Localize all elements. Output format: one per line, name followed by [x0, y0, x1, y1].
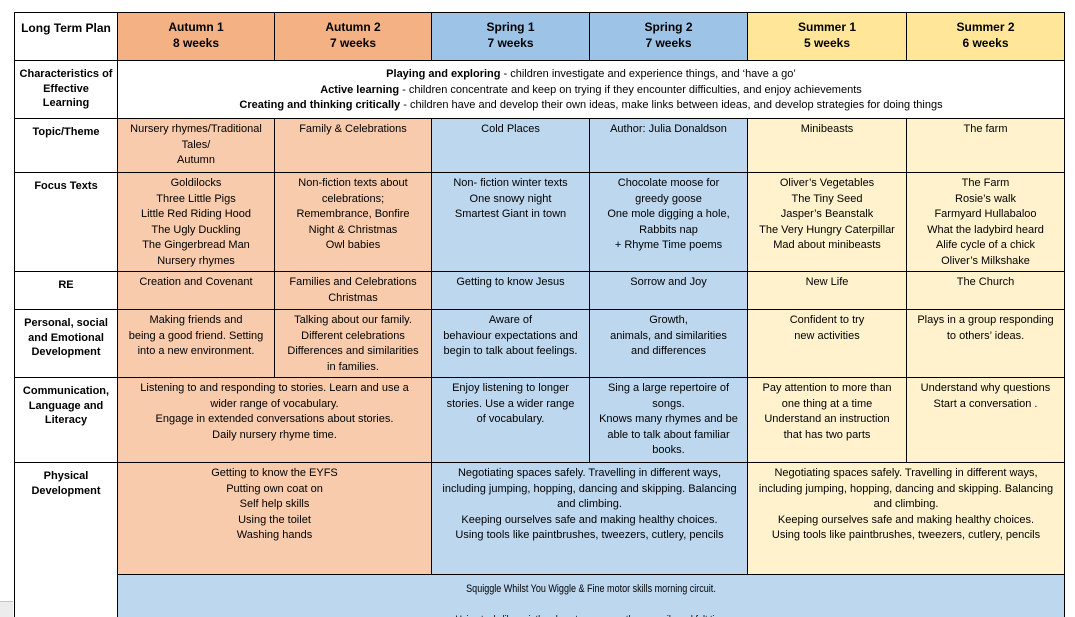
column-weeks: 7 weeks	[645, 36, 692, 50]
psed-summer2-cell: Plays in a group responding to others’ i…	[906, 309, 1065, 378]
column-label: Summer 2	[956, 20, 1015, 34]
re-spring1-cell: Getting to know Jesus	[431, 271, 590, 310]
characteristics-line: Creating and thinking critically - child…	[239, 99, 943, 111]
focus-texts-row: Focus Texts Goldilocks Three Little Pigs…	[14, 172, 1065, 272]
cll-autumn-merged-cell: Listening to and responding to stories. …	[117, 377, 432, 463]
column-label: Spring 2	[644, 20, 693, 34]
characteristics-line: Active learning - children concentrate a…	[320, 83, 862, 96]
page-edge-corner	[0, 601, 13, 617]
focus-spring1-cell: Non- fiction winter texts One snowy nigh…	[431, 172, 590, 272]
pd-spring-merged-cell: Negotiating spaces safely. Travelling in…	[431, 462, 748, 575]
header-row: Long Term Plan Autumn 1 8 weeks Autumn 2…	[14, 12, 1065, 61]
physical-development-row: Physical Development Getting to know the…	[14, 462, 1065, 617]
pd-summer-merged-cell: Negotiating spaces safely. Travelling in…	[747, 462, 1065, 575]
topic-autumn1-cell: Nursery rhymes/Traditional Tales/ Autumn	[117, 118, 275, 173]
column-header-autumn1: Autumn 1 8 weeks	[117, 12, 275, 61]
characteristics-line: Playing and exploring - children investi…	[386, 68, 796, 80]
topic-spring2-cell: Author: Julia Donaldson	[589, 118, 748, 173]
row-label-focus-texts: Focus Texts	[14, 172, 118, 272]
topic-summer1-cell: Minibeasts	[747, 118, 907, 173]
column-weeks: 7 weeks	[487, 36, 534, 50]
long-term-plan-table: Long Term Plan Autumn 1 8 weeks Autumn 2…	[14, 12, 1065, 617]
column-label: Summer 1	[797, 20, 857, 34]
psed-spring1-cell: Aware of behaviour expectations and begi…	[431, 309, 590, 378]
focus-autumn1-cell: Goldilocks Three Little Pigs Little Red …	[117, 172, 275, 272]
psed-row: Personal, social and Emotional Developme…	[14, 309, 1065, 378]
psed-summer1-cell: Confident to try new activities	[747, 309, 907, 378]
topic-autumn2-cell: Family & Celebrations	[274, 118, 432, 173]
focus-summer1-cell: Oliver’s Vegetables The Tiny Seed Jasper…	[747, 172, 907, 272]
fine-motor-merged-cell: Squiggle Whilst You Wiggle & Fine motor …	[117, 574, 1065, 617]
psed-autumn2-cell: Talking about our family. Different cele…	[274, 309, 432, 378]
topic-theme-row: Topic/Theme Nursery rhymes/Traditional T…	[14, 118, 1065, 173]
row-label-psed: Personal, social and Emotional Developme…	[14, 309, 118, 378]
row-label-topic-theme: Topic/Theme	[14, 118, 118, 173]
topic-spring1-cell: Cold Places	[431, 118, 590, 173]
cll-summer2-cell: Understand why questions Start a convers…	[906, 377, 1065, 463]
pd-autumn-merged-cell: Getting to know the EYFS Putting own coa…	[117, 462, 432, 575]
re-summer1-cell: New Life	[747, 271, 907, 310]
cll-spring2-cell: Sing a large repertoire of songs. Knows …	[589, 377, 748, 463]
column-header-autumn2: Autumn 2 7 weeks	[274, 12, 432, 61]
column-weeks: 7 weeks	[329, 36, 377, 50]
re-spring2-cell: Sorrow and Joy	[589, 271, 748, 310]
topic-summer2-cell: The farm	[906, 118, 1065, 173]
cll-spring1-cell: Enjoy listening to longer stories. Use a…	[431, 377, 590, 463]
corner-cell-long-term-plan: Long Term Plan	[14, 12, 118, 61]
re-summer2-cell: The Church	[906, 271, 1065, 310]
cll-row: Communication, Language and Literacy Lis…	[14, 377, 1065, 463]
focus-summer2-cell: The Farm Rosie’s walk Farmyard Hullabalo…	[906, 172, 1065, 272]
column-header-spring2: Spring 2 7 weeks	[589, 12, 748, 61]
column-label: Autumn 1	[168, 20, 224, 34]
row-label-characteristics: Characteristics of Effective Learning	[14, 60, 118, 119]
column-header-spring1: Spring 1 7 weeks	[431, 12, 590, 61]
column-label: Autumn 2	[325, 20, 381, 34]
fine-motor-text: Squiggle Whilst You Wiggle & Fine motor …	[455, 583, 726, 617]
row-label-physical-development: Physical Development	[14, 462, 118, 617]
re-row: RE Creation and Covenant Families and Ce…	[14, 271, 1065, 310]
characteristics-row: Characteristics of Effective Learning Pl…	[14, 60, 1065, 119]
cll-summer1-cell: Pay attention to more than one thing at …	[747, 377, 907, 463]
row-label-re: RE	[14, 271, 118, 310]
focus-spring2-cell: Chocolate moose for greedy goose One mol…	[589, 172, 748, 272]
column-label: Spring 1	[486, 20, 535, 34]
psed-autumn1-cell: Making friends and being a good friend. …	[117, 309, 275, 378]
column-weeks: 6 weeks	[962, 36, 1009, 50]
psed-spring2-cell: Growth, animals, and similarities and di…	[589, 309, 748, 378]
characteristics-cell: Playing and exploring - children investi…	[117, 60, 1065, 119]
row-label-cll: Communication, Language and Literacy	[14, 377, 118, 463]
column-weeks: 5 weeks	[803, 36, 851, 50]
column-header-summer1: Summer 1 5 weeks	[747, 12, 907, 61]
fine-motor-row: Squiggle Whilst You Wiggle & Fine motor …	[15, 574, 1065, 617]
column-header-summer2: Summer 2 6 weeks	[906, 12, 1065, 61]
re-autumn2-cell: Families and Celebrations Christmas	[274, 271, 432, 310]
re-autumn1-cell: Creation and Covenant	[117, 271, 275, 310]
column-weeks: 8 weeks	[172, 36, 220, 50]
focus-autumn2-cell: Non-fiction texts about celebrations; Re…	[274, 172, 432, 272]
